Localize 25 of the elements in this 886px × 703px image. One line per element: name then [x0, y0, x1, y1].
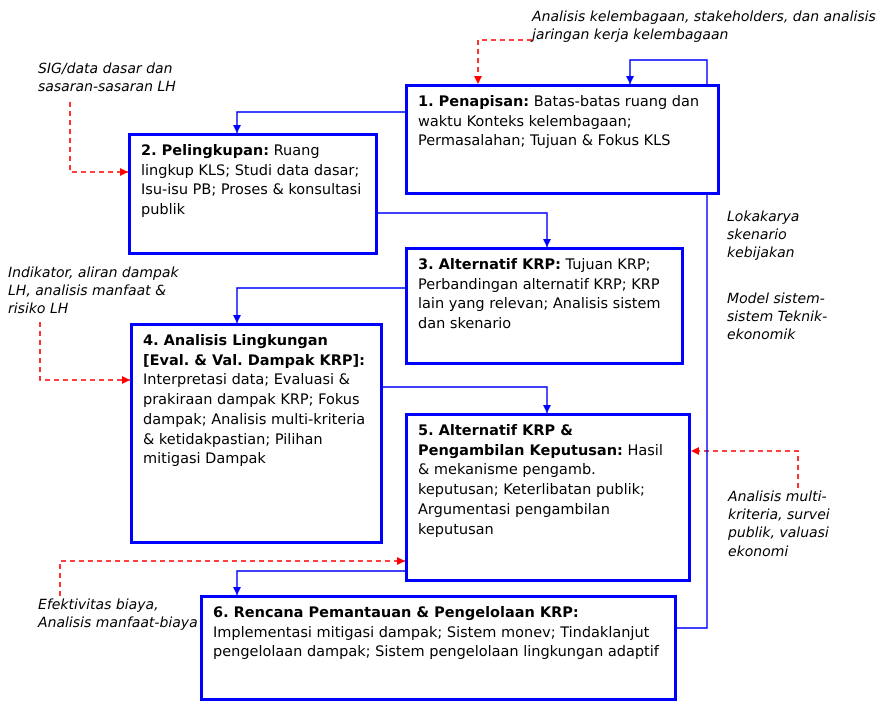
process-box: [200, 595, 677, 701]
annotation-text: Efektivitas biaya, Analisis manfaat-biaya: [38, 596, 198, 658]
dashed-arrow: [39, 322, 130, 384]
annotation-text: SIG/data dasar dan sasaran-sasaran LH: [38, 60, 223, 102]
arrow: [233, 570, 405, 595]
process-box: 1. Penapisan: Batas-batas ruang dan waktu Konteks kelembagaan; Permasalahan; Tujuan & Fokus KLS: [405, 84, 720, 195]
dashed-arrow: [691, 447, 799, 488]
arrow: [233, 111, 405, 133]
arrow: [233, 287, 405, 323]
dashed-arrow: [474, 39, 532, 84]
dashed-arrow: [69, 102, 128, 176]
process-box: 4. Analisis Lingkungan [Eval. & Val. Dampak KRP]: Interpretasi data; Evaluasi & prakiraan dampak KRP; Fokus dampak; Analisis multi-kriteria & ketidakpastian; Pilihan mitigasi Dampak: [130, 323, 383, 544]
annotation-text: Analisis multi-kriteria, survei publik, valuasi ekonomi: [728, 488, 838, 580]
arrow: [383, 386, 551, 413]
dashed-arrow: [59, 557, 405, 596]
note-text: Model sistem-sistem Teknik-ekonomik: [727, 290, 828, 345]
process-box: 5. Alternatif KRP & Pengambilan Keputusan: Hasil & mekanisme pengamb. keputusan; Keterlibatan publik; Argumentasi pengambilan keputusan: [405, 413, 691, 582]
annotation-text: Indikator, aliran dampak LH, analisis manfaat & risiko LH: [8, 264, 193, 322]
annotation-text: Analisis kelembagaan, stakeholders, dan analisis jaringan kerja kelembagaan: [532, 8, 884, 52]
box-text: Implementasi mitigasi dampak; Sistem monev; Tindaklanjut pengelolaan dampak; Sistem pengelolaan lingkungan adaptif: [213, 624, 660, 662]
note-text: Lokakarya skenario kebijakan: [727, 208, 800, 263]
process-box: 2. Pelingkupan: Ruang lingkup KLS; Studi data dasar; Isu-isu PB; Proses & konsultasi publik: [128, 133, 378, 255]
box-heading: 6. Rencana Pemantauan & Pengelolaan KRP:: [213, 604, 580, 623]
process-box: 3. Alternatif KRP: Tujuan KRP; Perbandingan alternatif KRP; KRP lain yang relevan; Analisis sistem dan skenario: [405, 247, 684, 365]
arrow: [378, 212, 551, 247]
